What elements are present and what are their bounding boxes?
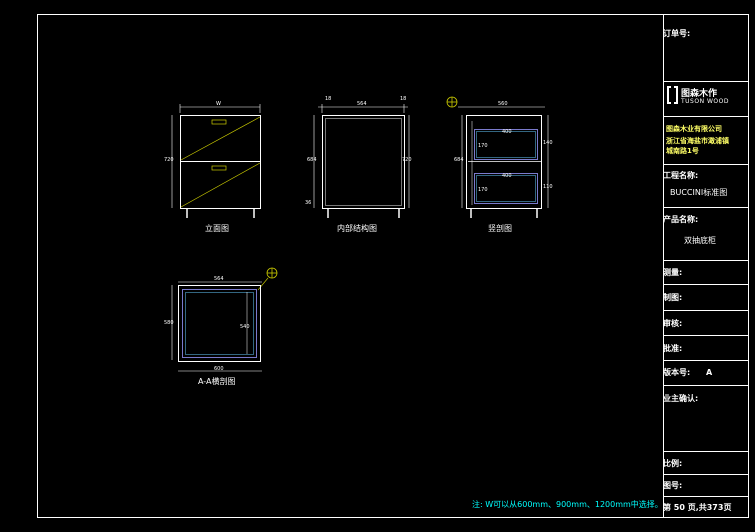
logo-mark-icon [667,86,678,104]
section-right-dim-1: 140 [543,140,553,146]
section-inner-dim-2: 400 [502,173,512,179]
section-right-dim-2: 110 [543,184,553,190]
cross-section-view [171,267,278,372]
review-label: 审核: [663,319,683,328]
scale-label: 比例: [663,459,683,468]
logo-cn: 图森木作 [681,89,718,99]
internal-side-right-dim: 720 [402,157,412,163]
order-no-label: 订单号: [663,29,691,38]
internal-structure-view [313,104,410,218]
cross-side-left-dim: 580 [164,320,174,326]
internal-top-right-dim: 18 [400,96,407,102]
section-inner-small-1: 170 [478,143,488,149]
cross-section-caption: A-A横剖图 [198,377,236,386]
section-side-left-dim: 684 [454,157,464,163]
width-note: 注: W可以从600mm、900mm、1200mm中选择。 [472,500,663,509]
internal-side-bottom-dim: 36 [305,200,312,206]
cross-bottom-dim: 600 [214,366,224,372]
outer-border [37,14,749,518]
internal-top-mid-dim: 564 [357,101,367,107]
elevation-side-dim: 720 [164,157,174,163]
cross-top-dim: 564 [214,276,224,282]
approve-label: 批准: [663,344,683,353]
internal-side-left-dim: 684 [307,157,317,163]
section-top-dim: 560 [498,101,508,107]
section-inner-dim-1: 400 [502,129,512,135]
drawing-no-label: 图号: [663,481,683,490]
project-value: BUCCINI标准图 [670,188,728,197]
draw-label: 制图: [663,293,683,302]
title-block-rows [663,81,749,497]
company-address-1: 浙江省海盐市澉浦镇 [666,137,729,145]
version-value: A [706,368,713,377]
elevation-view [171,104,261,218]
cross-side-inner-dim: 540 [240,324,250,330]
logo-en: TUSON WOOD [681,98,729,105]
company-name: 图森木业有限公司 [666,125,722,133]
version-label: 版本号: [663,368,691,377]
internal-caption: 内部结构图 [337,224,377,233]
elevation-caption: 立面图 [205,224,229,233]
internal-top-left-dim: 18 [325,96,332,102]
page-info: 第 50 页,共373页 [663,503,732,512]
project-label: 工程名称: [663,171,699,180]
owner-confirm-label: 业主确认: [663,394,699,403]
section-caption: 竖剖图 [488,224,512,233]
elevation-top-dim: W [216,101,221,107]
company-address-2: 城南路1号 [666,147,699,155]
vertical-section-view [446,96,549,218]
measure-label: 测量: [663,268,683,277]
product-value: 双抽底柜 [684,236,716,245]
product-label: 产品名称: [663,215,699,224]
section-inner-small-2: 170 [478,187,488,193]
